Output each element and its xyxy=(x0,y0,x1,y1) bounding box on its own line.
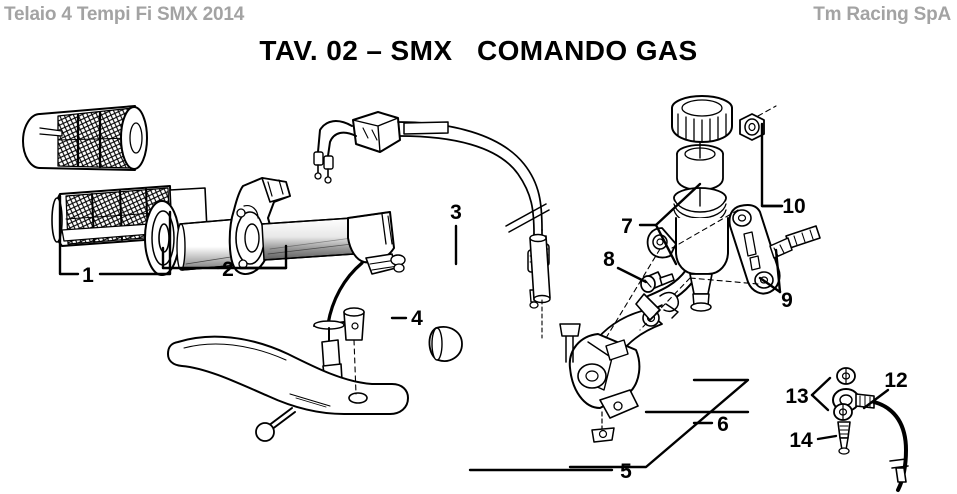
throttle-housing xyxy=(228,177,291,275)
callout-label-3: 3 xyxy=(450,201,462,224)
bracket-nut xyxy=(739,105,777,141)
callout-label-8: 8 xyxy=(603,248,615,271)
kill-switch-clamp xyxy=(313,211,406,383)
page-title: TAV. 02 – SMX COMANDO GAS xyxy=(259,35,698,66)
callout-leaders xyxy=(58,122,890,472)
callout-label-14: 14 xyxy=(789,429,813,452)
banjo-bolt xyxy=(837,421,851,455)
header-right-text: Tm Racing SpA xyxy=(813,4,951,25)
callout-label-2: 2 xyxy=(222,258,234,281)
sealing-washer-upper xyxy=(836,367,856,385)
callout-label-4: 4 xyxy=(411,307,423,330)
callout-labels: 1 2 3 4 5 6 7 8 9 10 12 13 14 xyxy=(82,195,908,483)
callout-label-7: 7 xyxy=(621,215,633,238)
brake-lever xyxy=(167,307,463,442)
reservoir-screw xyxy=(640,271,675,293)
callout-label-5: 5 xyxy=(620,460,632,483)
sealing-washer-lower xyxy=(833,403,853,421)
callout-label-10: 10 xyxy=(782,195,805,218)
parts-diagram: 1 2 3 4 5 6 7 8 9 10 12 13 14 xyxy=(0,78,957,494)
callout-label-6: 6 xyxy=(717,413,729,436)
throttle-cable-assembly xyxy=(313,111,550,309)
callout-label-9: 9 xyxy=(781,289,793,312)
master-cylinder-body xyxy=(529,229,705,443)
callout-label-1: 1 xyxy=(82,264,94,287)
callout-label-12: 12 xyxy=(884,369,907,392)
callout-label-13: 13 xyxy=(785,385,808,408)
reservoir-cap xyxy=(671,95,733,143)
handlebar xyxy=(261,217,355,261)
header-left-text: Telaio 4 Tempi Fi SMX 2014 xyxy=(4,4,245,25)
grip-upper xyxy=(22,105,148,171)
